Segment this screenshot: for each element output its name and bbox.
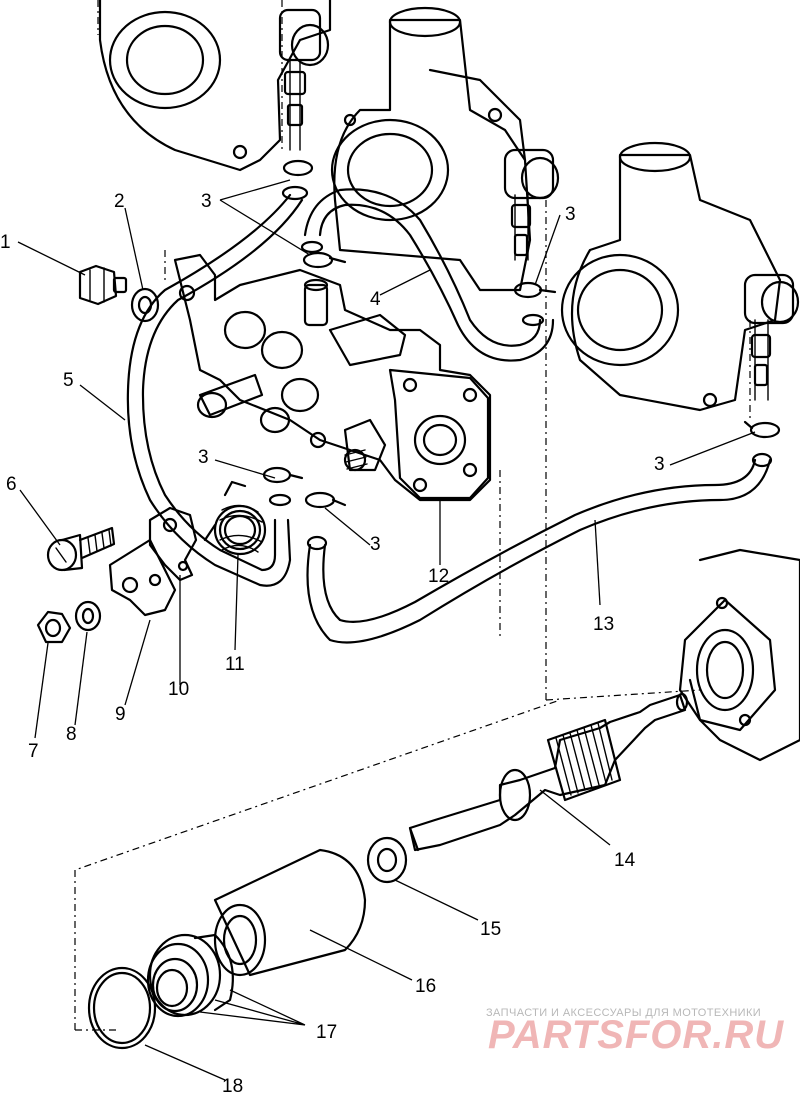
shaft-bushing (213, 848, 367, 977)
callout-6: 6 (6, 474, 17, 495)
callout-labels: 1 2 3 3 3 3 3 4 5 6 7 8 9 10 11 12 13 14… (0, 191, 665, 1094)
leader-lines (17, 179, 756, 1081)
callout-8: 8 (66, 724, 77, 745)
oil-hose-4 (303, 188, 542, 347)
pump-drive-gear-shaft (408, 692, 689, 852)
callout-15: 15 (480, 919, 501, 940)
engine-casting-center (330, 6, 560, 292)
callout-9: 9 (115, 704, 126, 725)
engine-casting-top-left (98, 0, 332, 172)
watermark-tagline: ЗАПЧАСТИ И АКСЕССУАРЫ ДЛЯ МОТОТЕХНИКИ (486, 1007, 761, 1019)
watermark: ЗАПЧАСТИ И АКСЕССУАРЫ ДЛЯ МОТОТЕХНИКИ PA… (486, 1007, 784, 1057)
callout-5: 5 (63, 370, 74, 391)
return-spring (203, 480, 267, 556)
callout-14: 14 (614, 850, 636, 871)
callout-7: 7 (28, 741, 39, 762)
oil-hose-13-inner (322, 458, 757, 623)
lever-plate (148, 506, 198, 582)
oil-hose-13 (306, 458, 772, 644)
oil-hose-5-inner (141, 198, 304, 572)
crankcase-housing (678, 548, 800, 762)
callout-13: 13 (593, 614, 614, 635)
shaft-washer (366, 836, 408, 884)
engine-casting-right (560, 141, 800, 412)
oil-seals (146, 933, 234, 1018)
callout-10: 10 (168, 679, 189, 700)
clamp (743, 420, 781, 439)
callout-3: 3 (565, 204, 576, 225)
callout-3: 3 (654, 454, 665, 475)
oil-pump-body (173, 253, 492, 502)
callout-18: 18 (222, 1076, 243, 1094)
callout-3: 3 (370, 534, 381, 555)
callout-3: 3 (198, 447, 209, 468)
callout-1: 1 (0, 232, 11, 253)
clamp (304, 491, 347, 509)
mounting-screw (46, 526, 116, 572)
callout-12: 12 (428, 566, 449, 587)
oil-hose-4-inner (318, 203, 555, 362)
callout-17: 17 (316, 1022, 337, 1043)
clamp (513, 281, 557, 327)
hex-nut (36, 610, 72, 644)
banjo-bolt (78, 264, 128, 306)
callout-16: 16 (415, 976, 436, 997)
callout-11: 11 (225, 654, 245, 675)
sealing-washer (130, 287, 160, 323)
callout-2: 2 (114, 191, 125, 212)
oil-hose-5 (126, 193, 292, 587)
o-ring (87, 966, 157, 1050)
clamp (281, 159, 314, 201)
control-lever (108, 538, 177, 617)
callout-4: 4 (370, 289, 381, 310)
clamp (262, 466, 304, 507)
hose-clamps (262, 159, 781, 509)
clamp (300, 240, 347, 269)
lock-washer (74, 600, 102, 632)
watermark-brand: PARTSFOR.RU (488, 1013, 784, 1057)
callout-3: 3 (201, 191, 212, 212)
